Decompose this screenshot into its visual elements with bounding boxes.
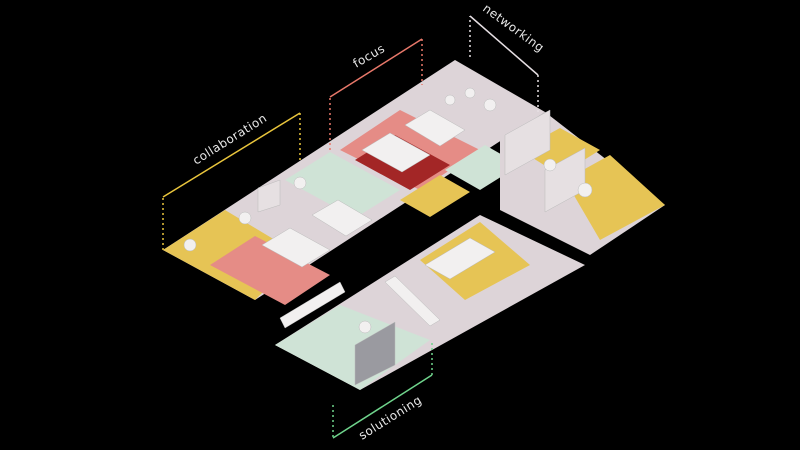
focus-yellow-area: [400, 175, 470, 217]
solutioning-label: solutioning: [356, 393, 424, 443]
furniture: [183, 87, 593, 386]
networking-yellow-area-2: [565, 155, 665, 240]
collaboration-red-area: [210, 236, 330, 305]
focus-label: focus: [351, 41, 388, 70]
focus-bracket: [329, 38, 423, 150]
networking-label: networking: [480, 1, 547, 55]
collaboration-bracket: [162, 112, 301, 250]
networking-bracket: [469, 15, 539, 112]
collaboration-mint-area: [285, 152, 400, 218]
solutioning-bracket: [332, 342, 433, 439]
